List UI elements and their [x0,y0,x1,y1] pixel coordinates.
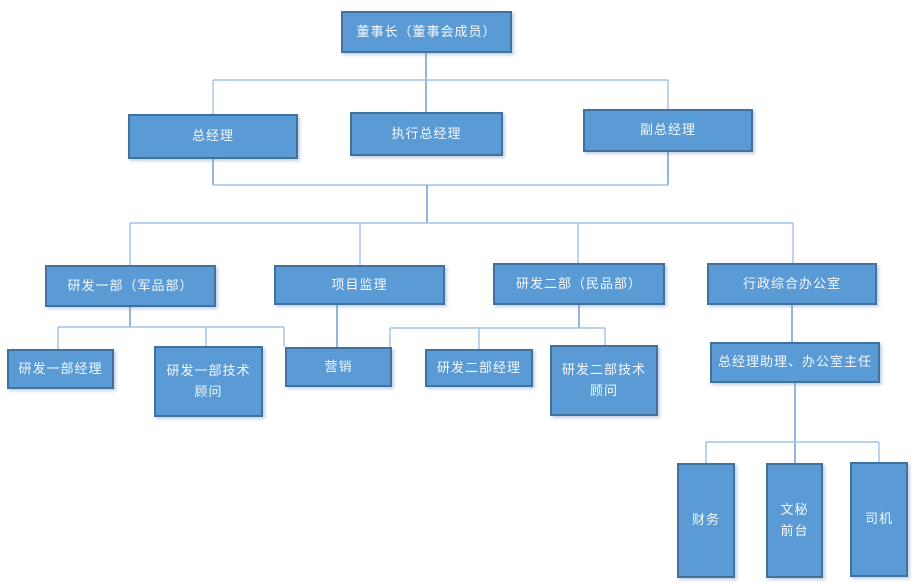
node-chairman: 董事长（董事会成员） [341,11,512,53]
node-rd-dept1: 研发一部（军品部） [45,265,216,307]
node-rd1-tech-advisor: 研发一部技术 顾问 [154,346,263,417]
node-marketing: 营销 [285,347,392,387]
node-rd2-tech-advisor: 研发二部技术 顾问 [550,345,658,416]
node-deputy-gm: 副总经理 [583,109,753,152]
node-project-supervision: 项目监理 [274,265,445,305]
node-driver: 司机 [850,462,908,577]
node-rd1-manager: 研发一部经理 [7,349,114,389]
node-admin-office: 行政综合办公室 [707,263,877,305]
node-finance: 财务 [677,463,735,578]
node-executive-gm: 执行总经理 [350,112,503,156]
node-rd-dept2: 研发二部（民品部） [493,263,665,305]
node-general-manager: 总经理 [128,114,298,159]
node-gm-assistant: 总经理助理、办公室主任 [710,342,880,383]
node-rd2-manager: 研发二部经理 [425,349,533,387]
node-secretary-frontdesk: 文秘 前台 [766,463,823,578]
